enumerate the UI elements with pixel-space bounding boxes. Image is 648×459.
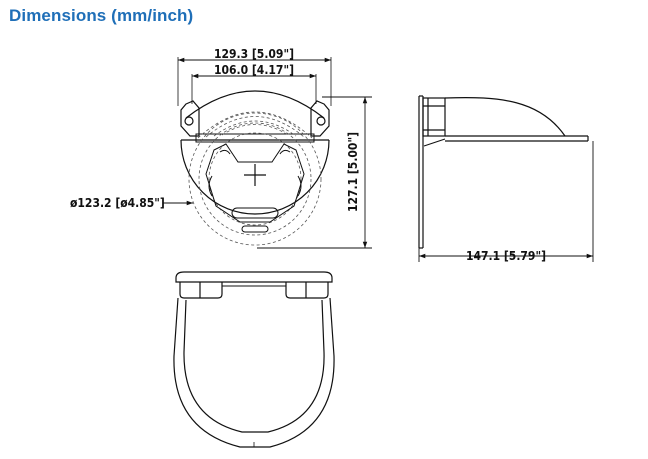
dim-top-width: 129.3 [5.09"] [214,47,294,61]
left-ear [180,100,200,137]
dim-height: 127.1 [5.00"] [346,132,360,212]
page-title: Dimensions (mm/inch) [9,6,194,25]
dim-inner-width: 106.0 [4.17"] [214,63,294,77]
bottom-view [173,271,335,448]
right-ear [310,100,330,137]
dim-lines-side [418,141,594,262]
dim-lines-front [163,57,372,249]
side-view [418,95,589,249]
front-view [177,57,332,246]
dim-diameter: ø123.2 [ø4.85"] [70,196,165,210]
dim-depth: 147.1 [5.79"] [466,249,546,263]
